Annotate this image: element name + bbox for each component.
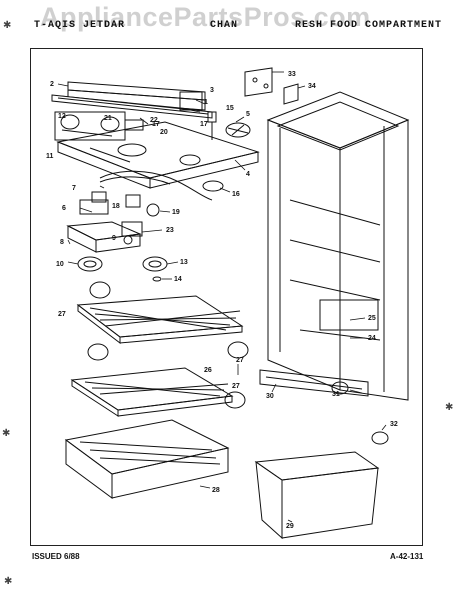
middle-shelf-part	[70, 367, 246, 417]
diagram-frame	[30, 48, 423, 546]
callout-21: 21	[104, 115, 112, 122]
callout-2: 2	[50, 81, 54, 88]
callout-9: 9	[112, 235, 116, 242]
scan-speck-icon: ✱	[2, 428, 11, 439]
callout-5: 5	[246, 111, 250, 118]
top-rail-part	[51, 81, 213, 119]
callout-18: 18	[112, 203, 120, 210]
callout-16: 16	[232, 191, 240, 198]
issued-date: ISSUED 6/88	[32, 552, 80, 561]
watermark: AppliancePartsPros.com	[40, 2, 371, 32]
upper-shelf-part	[76, 281, 249, 361]
callout-4: 4	[246, 171, 250, 178]
header-middle: CHAN	[210, 20, 239, 31]
callout-13: 13	[180, 259, 188, 266]
callout-17: 17	[152, 121, 160, 128]
scan-speck-icon: ✱	[3, 20, 12, 31]
callout-33: 33	[288, 71, 296, 78]
drawer-front-part	[259, 369, 369, 397]
thermostat-bracket-part	[244, 67, 299, 105]
callout-27-c: 27	[232, 383, 240, 390]
evaporator-cover-part	[56, 121, 260, 189]
callout-19: 19	[172, 209, 180, 216]
callout-14: 14	[174, 276, 182, 283]
callout-12: 12	[58, 113, 66, 120]
callout-27-b: 27	[236, 357, 244, 364]
fan-assembly-part	[77, 256, 168, 282]
callout-27: 27	[58, 311, 66, 318]
callout-24: 24	[368, 335, 376, 342]
hinge-part	[371, 431, 389, 445]
callout-8: 8	[60, 239, 64, 246]
callout-1: 1	[204, 99, 208, 106]
callout-20: 20	[160, 129, 168, 136]
crisper-shelf-part	[64, 419, 230, 499]
callout-28: 28	[212, 487, 220, 494]
callout-23: 23	[166, 227, 174, 234]
cabinet-liner-part	[266, 91, 410, 401]
callout-7: 7	[72, 185, 76, 192]
callout-31: 31	[332, 391, 340, 398]
callout-22: 22	[150, 117, 158, 124]
hinge-part	[331, 381, 349, 395]
callout-26: 26	[204, 367, 212, 374]
header-section-title: RESH FOOD COMPARTMENT	[295, 20, 443, 31]
callout-30: 30	[266, 393, 274, 400]
scan-speck-icon: ✱	[445, 402, 454, 413]
fan-motor-assembly-part	[79, 170, 213, 217]
callout-34: 34	[308, 83, 316, 90]
scan-speck-icon: ✱	[4, 576, 13, 587]
callout-10: 10	[56, 261, 64, 268]
fan-blade-part	[225, 122, 251, 138]
callout-6: 6	[62, 205, 66, 212]
callout-25: 25	[368, 315, 376, 322]
control-panel-part	[54, 111, 144, 141]
callout-3: 3	[210, 87, 214, 94]
header-model: T-AQIS JETDAR	[34, 20, 126, 31]
knob-part	[202, 180, 224, 192]
callout-17-b: 17	[200, 121, 208, 128]
callout-11: 11	[46, 153, 54, 160]
callout-29: 29	[286, 523, 294, 530]
page-code: A-42-131	[390, 552, 424, 561]
bracket-part	[66, 221, 143, 253]
callout-32: 32	[390, 421, 398, 428]
callout-15: 15	[226, 105, 234, 112]
crisper-pan-part	[254, 451, 380, 540]
